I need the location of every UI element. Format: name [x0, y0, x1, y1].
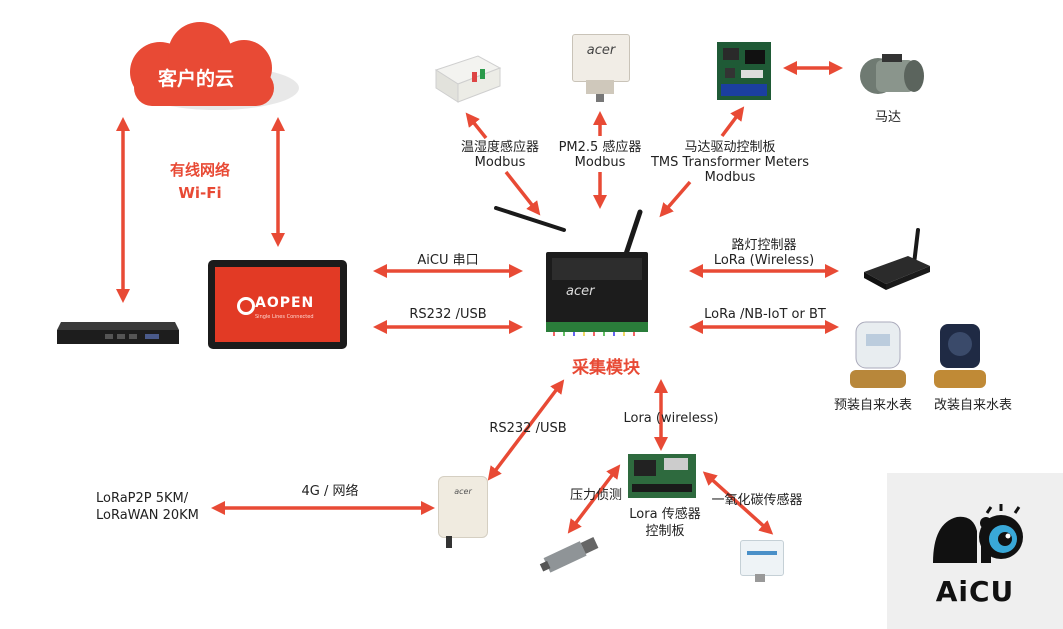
- aopen-logo-icon: [237, 297, 255, 315]
- temp-sensor-label-line1: 温湿度感应器: [460, 140, 539, 155]
- motor-board-label-line1: 马达驱动控制板: [684, 140, 776, 155]
- aicu-logo-panel: AiCU: [887, 473, 1063, 629]
- co-sensor-label: 一氧化碳传感器: [711, 493, 803, 508]
- street-light-label-line1: 路灯控制器: [731, 238, 797, 253]
- aopen-tablet: AOPEN Single Lines Connected: [208, 260, 347, 349]
- prepaid-meter-label: 预装自来水表: [833, 398, 912, 413]
- pm25-label-line1: PM2.5 感应器: [558, 140, 642, 155]
- co-sensor-icon: [740, 540, 784, 576]
- gateway-device-icon: acer: [438, 476, 488, 538]
- motor-driver-board-icon: [717, 42, 771, 100]
- cloud-icon: [130, 22, 299, 110]
- collection-module-icon: [494, 206, 648, 336]
- module-label: 采集模块: [572, 358, 640, 378]
- arrow-temp-up: [465, 112, 488, 140]
- temp-sensor-label-line2: Modbus: [474, 155, 526, 170]
- lora-nbiot-label: LoRa /NB-IoT or BT: [704, 307, 826, 322]
- lora-wireless-label: Lora (wireless): [623, 411, 719, 426]
- pm25-label-line2: Modbus: [574, 155, 626, 170]
- mini-pc-icon: [57, 322, 179, 344]
- pm25-sensor-base: [586, 80, 614, 94]
- street-light-controller-icon: [864, 228, 930, 290]
- network-label-line2: Wi-Fi: [178, 184, 222, 202]
- network-label-line1: 有线网络: [169, 161, 230, 179]
- aicu-logo-text: AiCU: [935, 575, 1015, 608]
- rs232-usb-bottom-label: RS232 /USB: [489, 421, 567, 436]
- gateway-connector: [446, 536, 452, 548]
- temp-humidity-sensor-icon: [434, 55, 502, 103]
- fourg-label: 4G / 网络: [301, 484, 359, 499]
- pm25-sensor-connector: [596, 94, 604, 102]
- motor-icon: [860, 54, 924, 94]
- retrofit-water-meter-icon: [934, 324, 986, 388]
- lora-range-line2: LoRaWAN 20KM: [96, 508, 199, 523]
- pm25-brand: acer: [586, 43, 616, 58]
- lora-board-label-line1: Lora 传感器: [629, 507, 701, 522]
- arrow-board-up: [720, 106, 745, 138]
- gateway-brand: acer: [454, 487, 472, 496]
- pressure-sensor-icon: [539, 537, 599, 573]
- co-sensor-cable: [755, 574, 765, 582]
- tablet-tagline: Single Lines Connected: [255, 314, 314, 320]
- motor-board-label-line2: TMS Transformer Meters: [650, 155, 810, 170]
- cloud-label: 客户的云: [157, 68, 234, 90]
- aicu-serial-label: AiCU 串口: [417, 253, 479, 268]
- aicu-logo-icon: [933, 504, 1023, 563]
- motor-label: 马达: [874, 110, 901, 125]
- pressure-label: 压力侦测: [569, 488, 622, 503]
- street-light-label-line2: LoRa (Wireless): [713, 253, 815, 268]
- rs232-usb-left-label: RS232 /USB: [409, 307, 487, 322]
- prepaid-water-meter-icon: [850, 321, 906, 388]
- motor-board-label-line3: Modbus: [704, 170, 756, 185]
- arrow-rs232-bottom: [487, 379, 565, 481]
- lora-board-label-line2: 控制板: [645, 524, 685, 539]
- retrofit-meter-label: 改装自来水表: [933, 398, 1012, 413]
- tablet-brand: AOPEN: [255, 295, 315, 311]
- pm25-sensor-icon: acer: [572, 34, 630, 82]
- lora-sensor-board-icon: [628, 454, 696, 498]
- arrow-pressure: [567, 464, 621, 534]
- arrow-temp-down: [504, 170, 541, 216]
- lora-range-line1: LoRaP2P 5KM/: [96, 491, 189, 506]
- module-brand: acer: [566, 284, 595, 299]
- arrow-co: [702, 471, 774, 535]
- arrow-board-down: [659, 180, 692, 218]
